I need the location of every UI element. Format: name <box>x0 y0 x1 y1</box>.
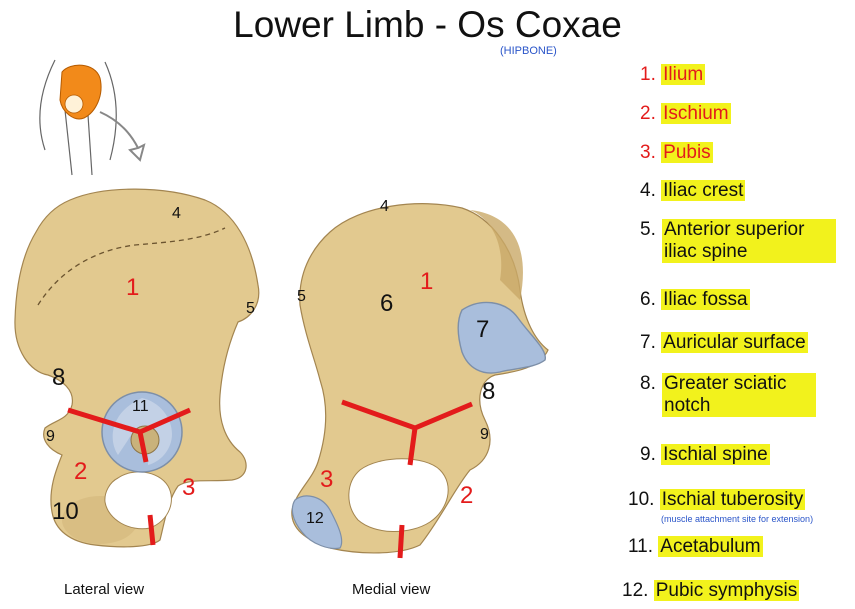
lateral-marker-2: 2 <box>74 458 88 485</box>
legend-item-iliac-fossa: 6. Iliac fossa <box>640 289 750 310</box>
lateral-marker-1: 1 <box>126 274 140 301</box>
page-title: Lower Limb - Os Coxae <box>233 4 622 45</box>
medial-marker-8: 8 <box>482 378 496 405</box>
medial-marker-12: 12 <box>306 510 324 527</box>
lateral-marker-10: 10 <box>52 498 79 525</box>
legend-item-ischium: 2. Ischium <box>640 103 731 124</box>
medial-view-caption: Medial view <box>352 581 431 598</box>
legend-item-ischial-spine: 9. Ischial spine <box>640 444 770 465</box>
medial-marker-7: 7 <box>476 316 490 343</box>
medial-view-bone <box>291 203 549 559</box>
medial-marker-9: 9 <box>480 426 489 443</box>
legend-item-ilium: 1. Ilium <box>640 64 706 85</box>
legend-item-iliac-crest: 4. Iliac crest <box>640 180 746 201</box>
medial-marker-5: 5 <box>297 288 306 305</box>
medial-marker-1: 1 <box>420 268 434 295</box>
lateral-marker-9: 9 <box>46 428 55 445</box>
legend-item-pubic-symphysis: 12. Pubic symphysis <box>622 580 800 601</box>
lateral-marker-4: 4 <box>172 205 181 222</box>
legend-item-acetabulum: 11. Acetabulum <box>628 536 763 557</box>
lateral-view-caption: Lateral view <box>64 581 145 598</box>
medial-marker-4: 4 <box>380 198 389 215</box>
legend-item-ischial-tuberosity: 10. Ischial tuberosity <box>628 489 806 510</box>
lateral-marker-3: 3 <box>182 474 196 501</box>
legend-item-pubis: 3. Pubis <box>640 142 713 163</box>
legend-item-auricular-surface: 7. Auricular surface <box>640 332 808 353</box>
medial-marker-2: 2 <box>460 482 474 509</box>
lateral-marker-11: 11 <box>132 398 149 415</box>
hip-orientation-inset <box>39 59 146 176</box>
lateral-marker-5: 5 <box>246 300 255 317</box>
medial-marker-6: 6 <box>380 290 394 317</box>
lateral-marker-8: 8 <box>52 364 66 391</box>
legend-note-ischial-tuberosity: (muscle attachment site for extension) <box>661 514 814 524</box>
medial-marker-3: 3 <box>320 466 334 493</box>
page-subtitle: (HIPBONE) <box>500 45 557 57</box>
lateral-view-bone <box>14 188 260 548</box>
